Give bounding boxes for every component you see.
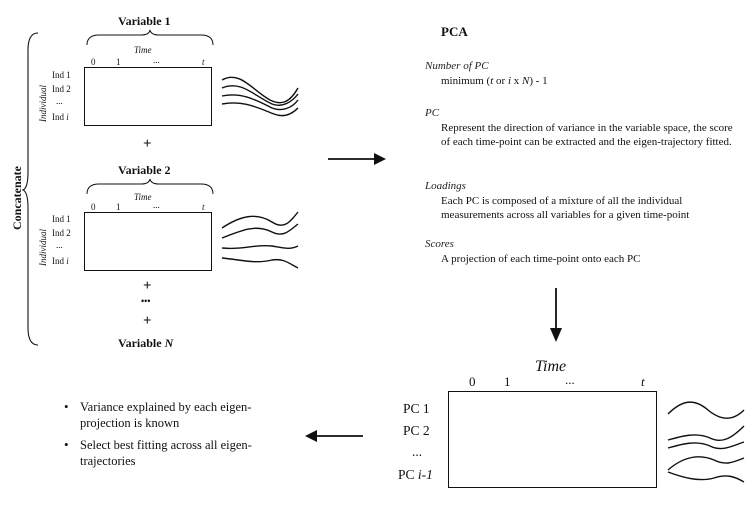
result-row-ellipsis: ... bbox=[412, 444, 423, 459]
block2-row-1: Ind 1 bbox=[52, 214, 71, 224]
arrow-left bbox=[305, 430, 363, 442]
bullet-select: Select best fitting across all eigen-tra… bbox=[62, 437, 282, 469]
pca-number-of-pc-formula: minimum (t or i x N) - 1 bbox=[441, 75, 548, 87]
vertical-ellipsis: ••• bbox=[141, 296, 151, 306]
plus-sign-2: + bbox=[143, 278, 152, 294]
pca-loadings-body: Each PC is composed of a mixture of all … bbox=[441, 195, 690, 221]
result-row-pc-last: PC i-1 bbox=[398, 467, 433, 482]
pca-scores-head: Scores bbox=[425, 238, 454, 250]
block1-tick-t: t bbox=[202, 57, 205, 67]
block2-time-label: Time bbox=[134, 192, 152, 202]
result-row-pc1: PC 1 bbox=[403, 401, 430, 416]
plus-sign-1: + bbox=[143, 136, 152, 152]
block1-tick-0: 0 bbox=[91, 57, 96, 67]
pca-title: PCA bbox=[441, 24, 468, 39]
result-time-label: Time bbox=[535, 358, 567, 375]
result-tick-0: 0 bbox=[469, 374, 476, 389]
block2-matrix bbox=[84, 212, 212, 271]
plus-sign-3: + bbox=[143, 313, 152, 329]
block1-row-1: Ind 1 bbox=[52, 70, 71, 80]
concatenate-brace bbox=[22, 32, 39, 346]
block2-tick-1: 1 bbox=[116, 202, 121, 212]
variable-1-brace bbox=[86, 29, 214, 46]
block1-time-label: Time bbox=[134, 45, 152, 55]
pca-loadings-head: Loadings bbox=[425, 180, 466, 192]
block1-tick-1: 1 bbox=[116, 57, 121, 67]
variable-2-label: Variable 2 bbox=[118, 163, 171, 177]
pca-pc-body: Represent the direction of variance in t… bbox=[441, 122, 733, 148]
block2-row-ellipsis: ... bbox=[56, 240, 63, 250]
block2-row-2: Ind 2 bbox=[52, 228, 71, 238]
result-matrix bbox=[448, 391, 657, 488]
block1-trajectories bbox=[221, 76, 299, 117]
arrow-to-pca bbox=[328, 153, 386, 165]
block2-tick-ellipsis: ... bbox=[153, 200, 160, 210]
result-tick-ellipsis: ... bbox=[565, 372, 575, 387]
summary-bullets: Variance explained by each eigen-project… bbox=[62, 399, 282, 475]
block2-tick-0: 0 bbox=[91, 202, 96, 212]
block2-row-i: Ind i bbox=[52, 256, 69, 266]
result-row-pc2: PC 2 bbox=[403, 423, 430, 438]
variable-n-label: Variable N bbox=[118, 336, 174, 350]
block1-row-i: Ind i bbox=[52, 112, 69, 122]
block2-tick-t: t bbox=[202, 202, 205, 212]
block1-row-2: Ind 2 bbox=[52, 84, 71, 94]
result-tick-1: 1 bbox=[504, 374, 511, 389]
arrow-down bbox=[550, 288, 562, 342]
result-tick-t: t bbox=[641, 374, 645, 389]
result-trajectories bbox=[667, 401, 745, 483]
pca-number-of-pc-head: Number of PC bbox=[425, 60, 489, 72]
block1-matrix bbox=[84, 67, 212, 126]
block1-tick-ellipsis: ... bbox=[153, 55, 160, 65]
block1-row-ellipsis: ... bbox=[56, 96, 63, 106]
variable-2-brace bbox=[86, 178, 214, 195]
block2-individual-label: Individual bbox=[38, 229, 48, 266]
block2-trajectories bbox=[221, 211, 299, 269]
bullet-variance: Variance explained by each eigen-project… bbox=[62, 399, 282, 431]
pca-scores-body: A projection of each time-point onto eac… bbox=[441, 253, 641, 265]
block1-individual-label: Individual bbox=[38, 85, 48, 122]
pca-pc-head: PC bbox=[425, 107, 440, 119]
variable-1-label: Variable 1 bbox=[118, 14, 171, 28]
